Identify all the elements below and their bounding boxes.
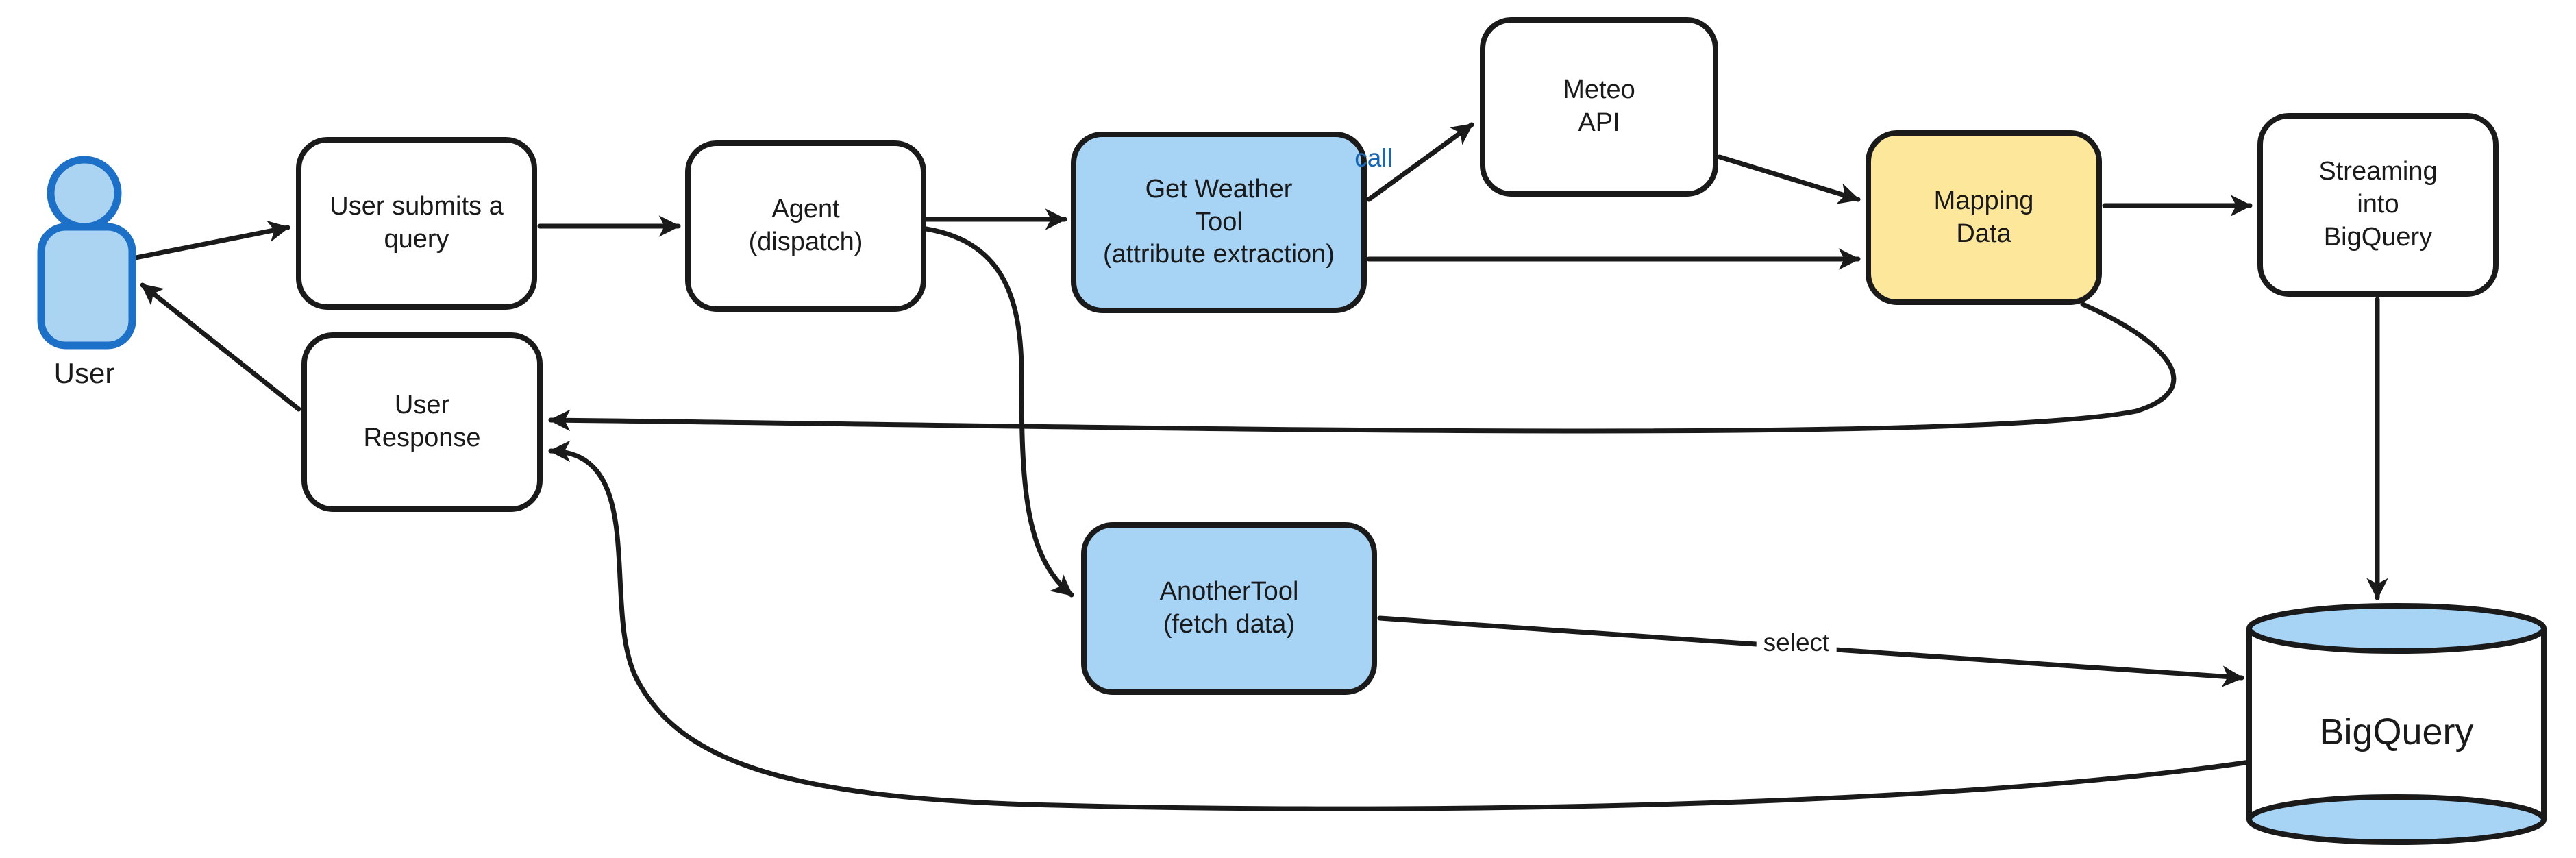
node-label: Meteo [1563, 75, 1635, 105]
node-label: Get Weather [1145, 174, 1293, 204]
node-label: query [384, 225, 449, 254]
node-another-tool: AnotherTool (fetch data) [1081, 522, 1377, 695]
edge-user-to-query [133, 221, 290, 260]
node-label: API [1578, 108, 1620, 137]
edge-weather-to-meteo [1366, 122, 1474, 202]
node-mapping-data: Mapping Data [1866, 130, 2102, 305]
node-label: User submits a [330, 192, 504, 221]
node-label: Data [1956, 219, 2011, 248]
edge-agent-to-anothertool [924, 226, 1074, 598]
node-label: BigQuery [2323, 222, 2433, 252]
node-agent: Agent (dispatch) [685, 140, 926, 312]
node-label: (dispatch) [748, 228, 863, 256]
node-label: Mapping [1933, 186, 2034, 215]
node-label: (attribute extraction) [1103, 240, 1335, 269]
node-label: into [2357, 190, 2399, 219]
node-label: User [394, 391, 450, 420]
node-label: (fetch data) [1163, 610, 1296, 639]
edge-mapping-to-response [548, 302, 2177, 434]
bigquery-cylinder [2246, 603, 2547, 845]
node-user-response: User Response [301, 332, 543, 512]
edge-label-call: call [1354, 144, 1393, 172]
bigquery-label: BigQuery [2319, 711, 2474, 752]
user-actor-label: User [53, 357, 115, 389]
node-label: Tool [1195, 207, 1243, 236]
edge-label-select: select [1756, 628, 1837, 657]
edge-response-to-user [140, 282, 301, 412]
node-label: Agent [771, 195, 840, 224]
node-streaming-into-bigquery: Streaming into BigQuery [2257, 113, 2499, 297]
node-meteo-api: Meteo API [1480, 17, 1718, 197]
node-user-submits-query: User submits a query [296, 137, 537, 310]
node-label: Streaming [2318, 157, 2438, 186]
edge-bigquery-to-response [548, 440, 2253, 811]
edge-meteo-to-mapping [1717, 154, 1861, 204]
node-label: Response [363, 424, 481, 452]
node-get-weather-tool: Get Weather Tool (attribute extraction) [1071, 132, 1367, 313]
user-icon [37, 156, 136, 350]
node-label: AnotherTool [1159, 577, 1299, 606]
